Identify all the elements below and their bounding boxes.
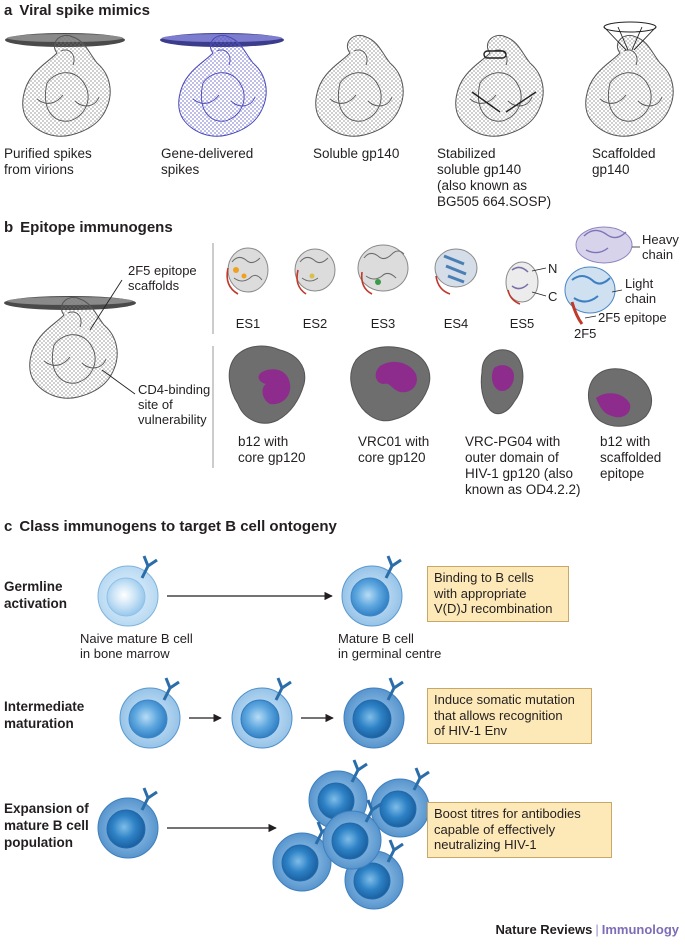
- cell-expansion-single: [97, 786, 159, 859]
- cell-cluster: [272, 758, 431, 910]
- note-intermediate: Induce somatic mutation that allows reco…: [427, 688, 592, 744]
- section-b-letter: b: [4, 219, 14, 236]
- naive-b-cell: [97, 554, 159, 627]
- section-a-title: Viral spike mimics: [19, 2, 150, 19]
- scaffold-es4: [434, 248, 478, 295]
- virion-model: [4, 279, 136, 399]
- scaffold-label-es1: ES1: [235, 316, 261, 331]
- epitope-2f5-label: 2F5 epitope: [598, 310, 667, 325]
- scaffold-callout: 2F5 epitope scaffolds: [128, 263, 197, 293]
- mature-cell-caption: Mature B cell in germinal centre: [338, 631, 442, 661]
- spike-caption-scaffolded: Scaffolded gp140: [592, 146, 656, 177]
- spike-stabilized: [455, 34, 544, 137]
- surface-vrc01-core: [350, 346, 431, 422]
- section-b-title: Epitope immunogens: [20, 219, 173, 236]
- row-label-intermediate: Intermediate maturation: [4, 699, 85, 731]
- spike-caption-stabilized: Stabilized soluble gp140 (also known as …: [437, 146, 552, 209]
- cell-intermediate-1: [119, 676, 181, 749]
- cell-intermediate-3: [343, 676, 405, 749]
- section-b-header: b Epitope immunogens: [4, 219, 173, 236]
- scaffold-label-es4: ES4: [443, 316, 469, 331]
- note-expansion: Boost titres for antibodies capable of e…: [427, 802, 612, 858]
- spike-caption-soluble: Soluble gp140: [313, 146, 400, 161]
- naive-cell-caption: Naive mature B cell in bone marrow: [80, 631, 193, 661]
- spike-caption-purified: Purified spikes from virions: [4, 146, 92, 177]
- section-c-title: Class immunogens to target B cell ontoge…: [19, 518, 337, 535]
- surface-b12-core: [228, 345, 306, 424]
- c-terminus-label: C: [548, 289, 558, 304]
- scaffold-label-es3: ES3: [370, 316, 396, 331]
- spike-soluble: [315, 34, 404, 137]
- cell-intermediate-2: [231, 676, 293, 749]
- surface-caption-vrc01: VRC01 with core gp120: [358, 434, 430, 465]
- row-label-germline: Germline activation: [4, 579, 68, 611]
- surface-b12-scaffold: [587, 368, 653, 427]
- scaffold-label-es5: ES5: [509, 316, 535, 331]
- scaffold-es1: [226, 247, 269, 295]
- footer-credit: Nature Reviews|Immunology: [496, 922, 680, 937]
- surface-vrc-pg04: [480, 349, 524, 415]
- n-terminus-label: N: [548, 261, 558, 276]
- spike-scaffolded: [585, 21, 674, 137]
- section-c-letter: c: [4, 518, 13, 535]
- light-chain-label: Light chain: [625, 276, 657, 306]
- mature-b-cell: [341, 554, 403, 627]
- scaffold-es5: [505, 261, 547, 305]
- surface-caption-b12-core: b12 with core gp120: [238, 434, 306, 465]
- cd4-callout: CD4-binding site of vulnerability: [138, 382, 211, 427]
- footer-separator: |: [595, 922, 599, 937]
- spike-gene-delivered: [160, 33, 284, 137]
- antibody-2f5: [564, 226, 640, 325]
- scaffold-es2: [294, 248, 336, 295]
- surface-caption-b12-scaffold: b12 with scaffolded epitope: [600, 434, 662, 481]
- heavy-chain-label: Heavy chain: [642, 232, 679, 262]
- spike-purified: [5, 33, 125, 137]
- section-c-header: c Class immunogens to target B cell ontog…: [4, 518, 337, 535]
- note-germline: Binding to B cells with appropriate V(D)…: [427, 566, 569, 622]
- row-label-expansion: Expansion of mature B cell population: [4, 801, 89, 850]
- antibody-2f5-label: 2F5: [574, 326, 597, 341]
- footer-journal: Immunology: [601, 922, 679, 937]
- spike-caption-gene-delivered: Gene-delivered spikes: [161, 146, 254, 177]
- section-a-header: a Viral spike mimics: [4, 2, 150, 19]
- section-a-letter: a: [4, 2, 13, 19]
- scaffold-label-es2: ES2: [302, 316, 328, 331]
- footer-publisher: Nature Reviews: [495, 922, 593, 937]
- surface-caption-vrc-pg04: VRC-PG04 with outer domain of HIV-1 gp12…: [465, 434, 581, 497]
- scaffold-es3: [357, 244, 409, 295]
